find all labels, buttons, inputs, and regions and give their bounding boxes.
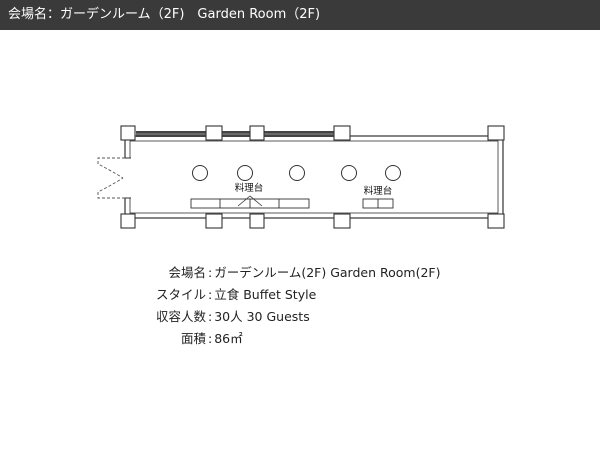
info-separator: :: [208, 331, 213, 346]
floor-plan: 料理台 料理台: [97, 125, 505, 229]
info-label: 収容人数: [155, 309, 206, 324]
column-pillar: [333, 213, 351, 229]
info-value: 86㎡: [214, 331, 243, 346]
column-pillar: [205, 213, 223, 229]
doorway-gap: [123, 158, 132, 198]
column-pillar: [120, 213, 136, 229]
column-pillar: [249, 213, 265, 229]
buffet-table-label: 料理台: [364, 185, 393, 197]
info-row-style: スタイル:立食 Buffet Style: [100, 284, 441, 306]
info-value: 立食 Buffet Style: [214, 287, 317, 302]
info-label: スタイル: [155, 287, 206, 302]
round-table: [341, 165, 357, 181]
column-pillar: [487, 213, 505, 229]
column-pillar: [120, 125, 136, 141]
info-value: ガーデンルーム(2F) Garden Room(2F): [214, 265, 441, 280]
buffet-table-label: 料理台: [235, 182, 264, 194]
info-separator: :: [208, 309, 213, 324]
room-outer-wall: [124, 135, 504, 219]
info-separator: :: [208, 265, 213, 280]
info-row-venue: 会場名:ガーデンルーム(2F) Garden Room(2F): [100, 262, 441, 284]
round-table: [289, 165, 305, 181]
buffet-label-leader: [237, 195, 263, 207]
column-pillar: [487, 125, 505, 141]
info-separator: :: [208, 287, 213, 302]
info-label: 会場名: [168, 265, 206, 280]
info-value: 30人 30 Guests: [214, 309, 310, 324]
door-swing: [97, 157, 125, 179]
info-label: 面積: [180, 331, 206, 346]
door-swing: [97, 177, 125, 199]
room-inner-wall: [129, 140, 499, 214]
info-row-capacity: 収容人数:30人 30 Guests: [100, 306, 441, 328]
round-table: [237, 165, 253, 181]
column-pillar: [249, 125, 265, 141]
venue-header-title: 会場名：ガーデンルーム（2F) Garden Room（2F): [0, 0, 600, 30]
info-row-area: 面積:86㎡: [100, 328, 441, 350]
venue-info: 会場名:ガーデンルーム(2F) Garden Room(2F) スタイル:立食 …: [100, 262, 441, 350]
column-pillar: [205, 125, 223, 141]
column-pillar: [333, 125, 351, 141]
round-table: [192, 165, 208, 181]
round-table: [385, 165, 401, 181]
